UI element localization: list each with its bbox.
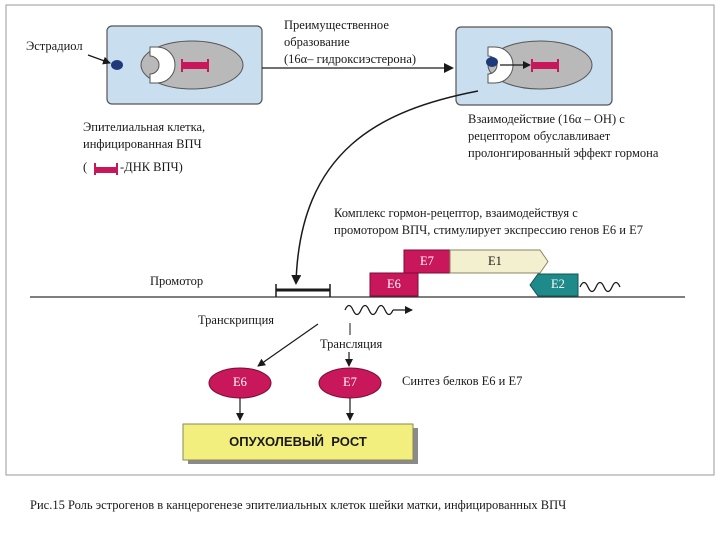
- gene-e6-label: E6: [387, 277, 401, 291]
- gene-e1-label: E1: [488, 254, 502, 268]
- cell-label-paren: (: [83, 160, 88, 174]
- complex-label-2: промотором ВПЧ, стимулирует экспрессию г…: [334, 223, 643, 237]
- synthesis-label: Синтез белков Е6 и Е7: [402, 374, 523, 388]
- hydroxyestrone-molecule-icon: [486, 57, 498, 67]
- interaction-label-1: Взаимодействие (16α – ОН) с: [468, 112, 625, 126]
- protein-e7-label: E7: [343, 375, 357, 389]
- estradiol-molecule-icon: [111, 60, 123, 70]
- interaction-label-2: рецептором обуславливает: [468, 129, 611, 143]
- estradiol-arrow: [87, 54, 111, 65]
- estradiol-label: Эстрадиол: [26, 39, 83, 53]
- translation-label: Трансляция: [320, 337, 383, 351]
- promoter-region: [275, 284, 331, 297]
- hpv-dna-icon: [182, 62, 208, 69]
- gene-e2-label: E2: [551, 277, 565, 291]
- preferential-label-2: образование: [284, 35, 350, 49]
- transcription-label: Транскрипция: [198, 313, 275, 327]
- transcription-arrow: [257, 323, 319, 367]
- gene-e7-label: E7: [420, 254, 434, 268]
- preferential-label-3: (16α– гидроксиэстерона): [284, 52, 417, 66]
- interaction-label-3: пролонгированный эффект гормона: [468, 146, 659, 160]
- figure-caption: Рис.15 Роль эстрогенов в канцерогенезе э…: [30, 498, 567, 512]
- hpv-dna-icon-2: [532, 62, 558, 69]
- outcome-label: ОПУХОЛЕВЫЙ РОСТ: [229, 434, 367, 449]
- complex-label-1: Комплекс гормон-рецептор, взаимодействуя…: [334, 206, 578, 220]
- cell-label-1: Эпителиальная клетка,: [83, 120, 206, 134]
- legend-dna-icon: [94, 163, 118, 175]
- receptor-icon: [149, 46, 176, 84]
- gene-e6: [369, 272, 419, 297]
- gene-e2: [529, 273, 579, 297]
- infected-cell-left: [106, 25, 263, 105]
- preferential-label-1: Преимущественное: [284, 18, 389, 32]
- outcome-box: [182, 423, 414, 461]
- diagram-frame: [5, 4, 715, 476]
- cell-label-dna: -ДНК ВПЧ): [120, 160, 183, 174]
- e2-transcript-wave: [579, 281, 621, 293]
- protein-e6-label: E6: [233, 375, 247, 389]
- infected-cell-right: [455, 26, 613, 106]
- promoter-label: Промотор: [150, 274, 204, 288]
- mrna-wave: [344, 304, 394, 316]
- receptor-to-promoter-arrow: [291, 90, 479, 285]
- cell-label-2: инфицированная ВПЧ: [83, 137, 202, 151]
- gene-e1: [449, 249, 549, 274]
